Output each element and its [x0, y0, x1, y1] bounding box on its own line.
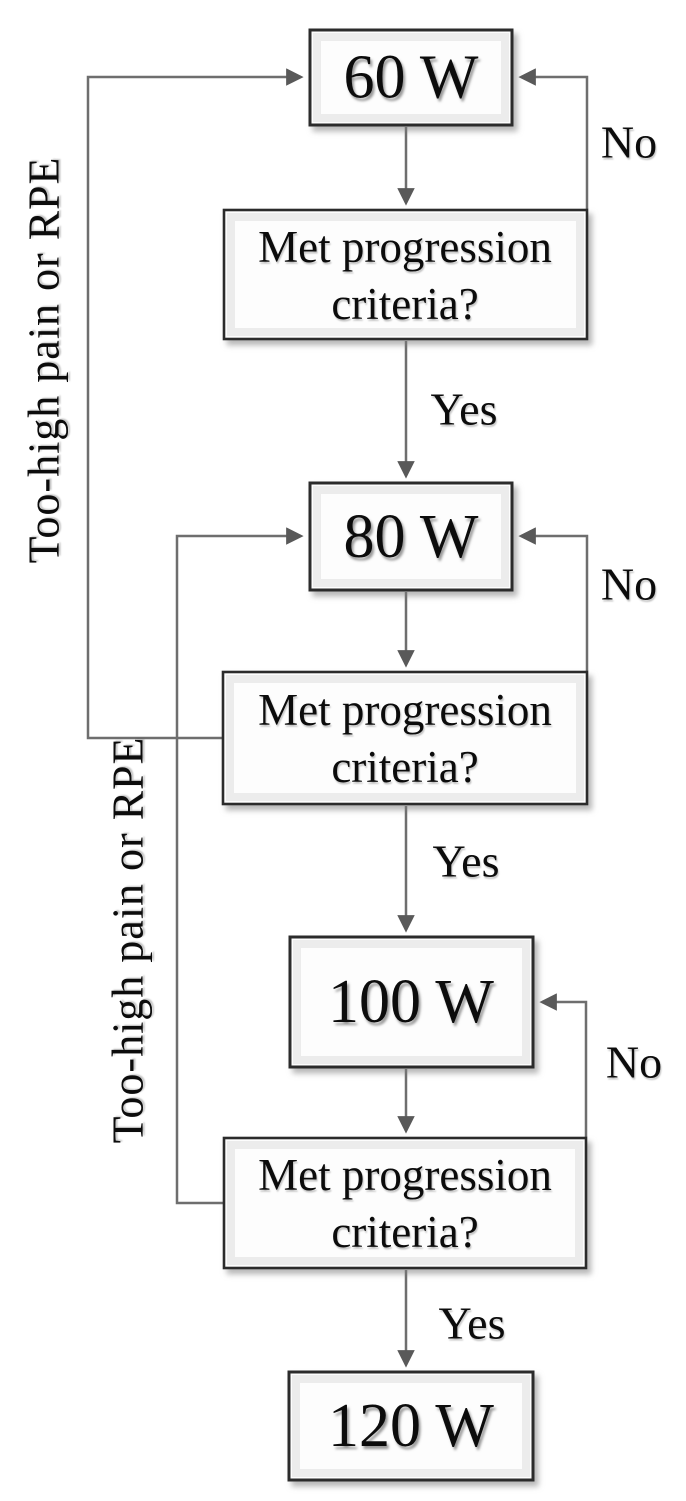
node-criteria1-inner-glow: [227, 213, 584, 336]
node-80w-label: 80 W: [344, 503, 479, 571]
node-criteria3-box: [222, 1136, 588, 1270]
edge-label-no-2: No: [601, 559, 657, 610]
edge-label-yes-1: Yes: [431, 384, 498, 435]
node-80w-box: [308, 481, 514, 592]
edge-no-loop-criteria3-to-100w: [539, 993, 588, 1137]
node-80w-inner-glow: [313, 486, 509, 587]
node-criteria2-label-line1: Met progression: [258, 685, 552, 735]
edge-label-no-1: No: [601, 117, 657, 168]
node-criteria1-label-line2: criteria?: [331, 279, 478, 329]
node-criteria3-label-line2: criteria?: [331, 1207, 478, 1257]
node-criteria2-box: [221, 670, 589, 806]
node-100w-label: 100 W: [328, 968, 494, 1036]
edge-label-too-high-pain-2: Too-high pain or RPE: [104, 737, 153, 1144]
node-100w-box: [288, 935, 535, 1069]
node-100w-inner-glow: [293, 940, 530, 1064]
edge-label-yes-2: Yes: [433, 836, 500, 887]
node-60w-inner-glow: [313, 33, 509, 122]
node-criteria3-label-line1: Met progression: [258, 1150, 552, 1200]
edge-label-no-3: No: [606, 1037, 662, 1088]
node-120w-box: [287, 1370, 535, 1482]
node-criteria1-label-line1: Met progression: [258, 222, 552, 272]
node-criteria3-inner-glow: [227, 1141, 583, 1265]
edge-pain-loop-criteria2-to-60w: [86, 68, 304, 740]
node-criteria2-label-line2: criteria?: [331, 742, 478, 792]
node-criteria2-inner-glow: [226, 675, 584, 801]
node-60w-label: 60 W: [344, 44, 479, 112]
edge-label-too-high-pain-1: Too-high pain or RPE: [20, 157, 69, 564]
edge-label-yes-3: Yes: [439, 1298, 506, 1349]
edge-no-loop-criteria1-to-60w: [518, 68, 589, 209]
node-criteria1-box: [222, 208, 589, 341]
node-120w-inner-glow: [292, 1375, 530, 1477]
node-120w-label: 120 W: [328, 1392, 494, 1460]
node-60w-box: [308, 28, 514, 127]
edge-no-loop-criteria2-to-80w: [518, 527, 589, 671]
edge-pain-loop-criteria3-to-80w: [175, 527, 304, 1205]
